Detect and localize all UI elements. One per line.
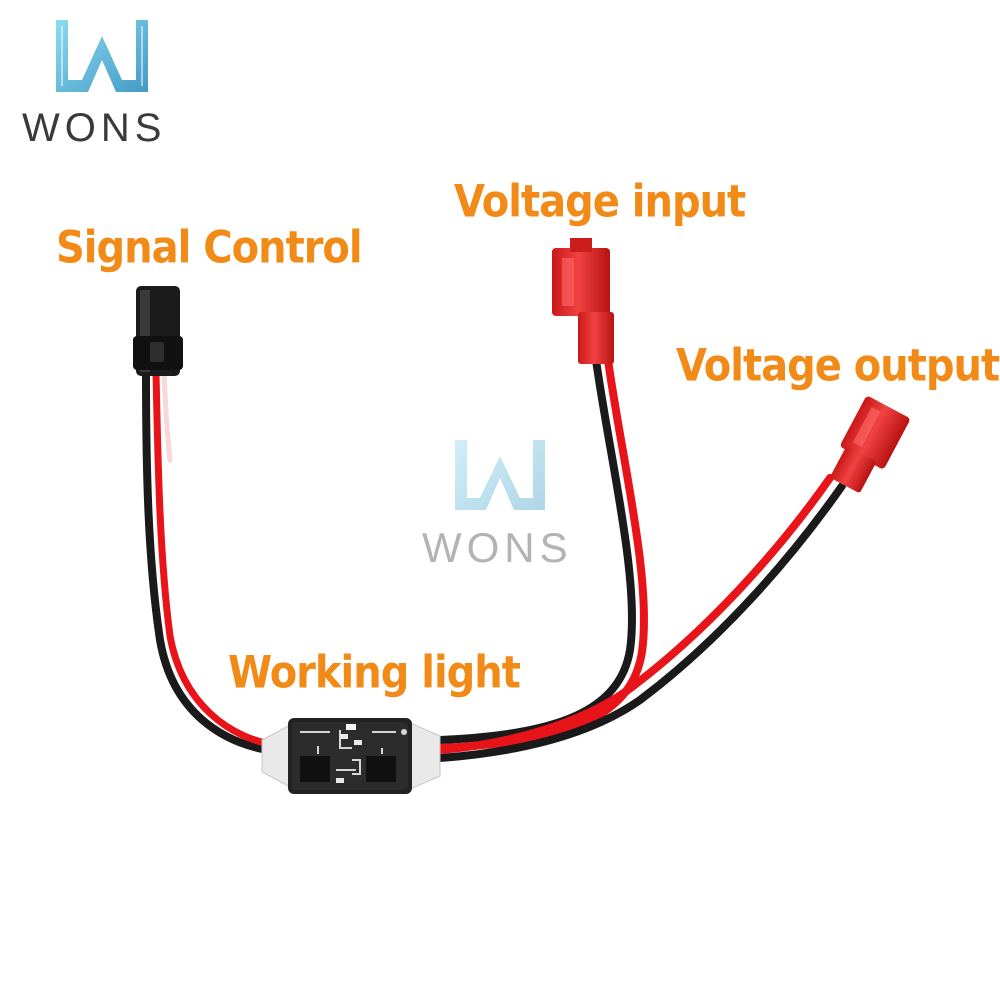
watermark-text: WONS [422,524,573,571]
signal-control-connector [133,286,183,376]
voltage-output-connector [830,396,910,493]
working-light-led-icon [346,724,356,730]
voltage-output-cable [436,474,846,762]
signal-control-cable [142,368,286,756]
brand-logo-icon [56,20,148,92]
voltage-input-label: Voltage input [454,176,746,228]
watermark-logo-icon [455,440,545,510]
brand-logo-text: WONS [22,106,167,150]
voltage-output-label: Voltage output [676,340,1000,392]
voltage-input-connector [552,238,614,364]
working-light-label: Working light [228,647,521,699]
pcb-module [261,718,441,794]
signal-control-label: Signal Control [56,222,363,274]
